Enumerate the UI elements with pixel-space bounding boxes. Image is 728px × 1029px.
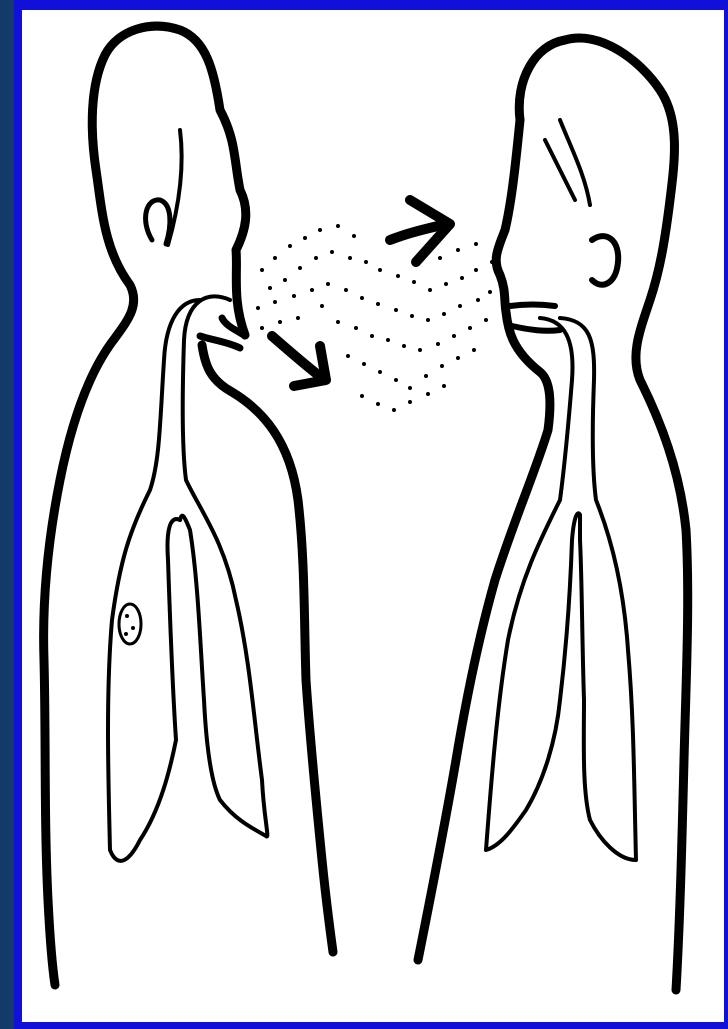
lung-lesion [119,604,141,644]
arrow-icon [272,336,326,386]
exposed-person-figure [418,38,688,990]
arrow-icon [390,200,450,262]
infected-person-figure [44,26,333,985]
